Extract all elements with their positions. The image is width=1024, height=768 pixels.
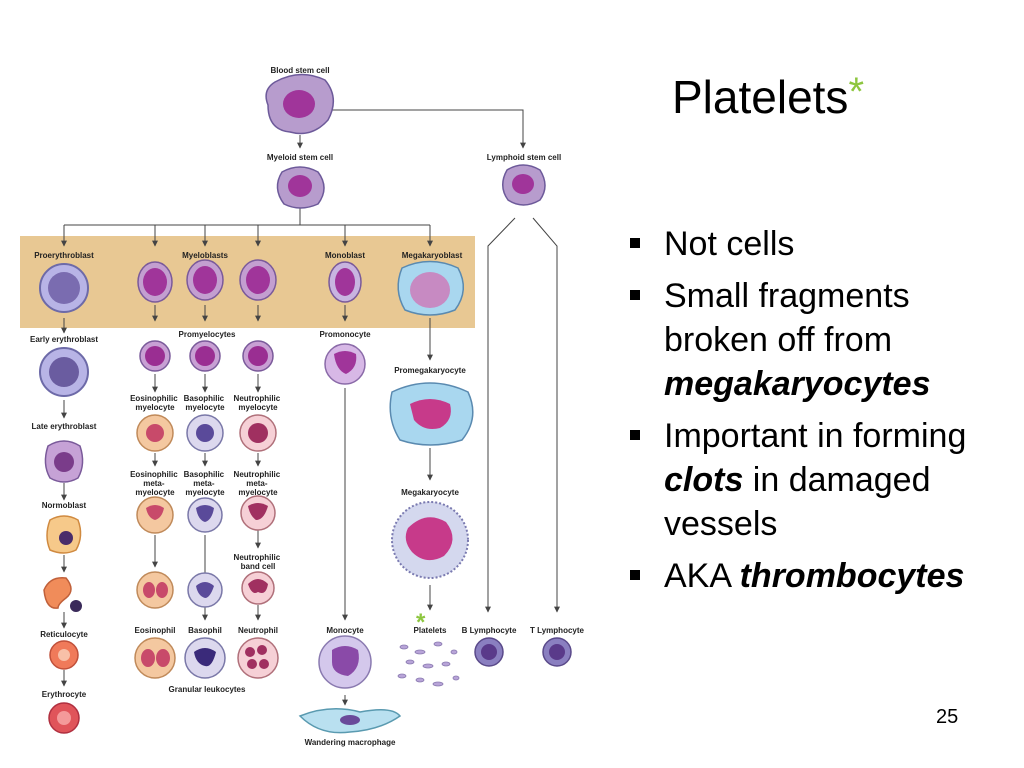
blood-stem-cell-shape [265, 73, 334, 135]
square-bullet-icon [630, 430, 640, 440]
wandering-macrophage-shape [298, 708, 402, 734]
normoblast-shape [46, 515, 82, 554]
myeloid-stem-cell-shape [276, 166, 325, 209]
lymphoid-stem-cell-shape [502, 164, 546, 206]
label-b-lymphocyte: B Lymphocyte [462, 626, 517, 635]
page-number: 25 [936, 706, 959, 728]
label-promyelocytes: Promyelocytes [179, 330, 236, 339]
promyelocyte-shape-3 [242, 340, 274, 372]
basophil-mature-shape [187, 572, 223, 608]
label-myeloid-stem-cell: Myeloid stem cell [267, 153, 333, 162]
label-eosinophil: Eosinophil [135, 626, 176, 635]
b-lymphocyte-shape [474, 637, 504, 667]
erythrocyte-shape [48, 702, 80, 734]
label-neutrophilic-myelocyte: Neutrophilic myelocyte [234, 394, 283, 412]
promyelocyte-shape-1 [139, 340, 171, 372]
label-neutrophil: Neutrophil [238, 626, 278, 635]
neutrophilic-myelocyte-shape [239, 414, 277, 452]
bullet-item: Not cells [626, 222, 1016, 266]
megakaryoblast-shape [397, 260, 464, 316]
bullet-emphasis: megakaryocytes [664, 365, 931, 403]
label-eosinophilic-myelocyte: Eosinophilic myelocyte [130, 394, 180, 412]
bullet-text: Important in forming [664, 417, 967, 455]
myeloblast-shape-1 [137, 261, 173, 303]
label-megakaryoblast: Megakaryoblast [402, 251, 463, 260]
square-bullet-icon [630, 238, 640, 248]
label-platelets: Platelets [414, 626, 447, 635]
bullet-item: Important in forming clots in damaged ve… [626, 414, 1016, 546]
bullet-text: Small fragments broken off from [664, 277, 910, 359]
label-neutrophilic-band-cell: Neutrophilic band cell [234, 553, 283, 571]
platelets-marker: * [416, 609, 426, 636]
neutrophilic-metamyelocyte-shape [240, 495, 276, 531]
diagram-labels: Blood stem cell Myeloid stem cell Lympho… [30, 66, 585, 747]
label-promegakaryocyte: Promegakaryocyte [394, 366, 466, 375]
proerythroblast-shape [39, 263, 89, 313]
label-monocyte: Monocyte [326, 626, 364, 635]
label-neutrophilic-metamyelocyte: Neutrophilic meta- myelocyte [234, 470, 283, 497]
label-eosinophilic-metamyelocyte: Eosinophilic meta- myelocyte [130, 470, 180, 497]
label-late-erythroblast: Late erythroblast [32, 422, 97, 431]
megakaryocyte-shape [391, 501, 469, 579]
promonocyte-shape [324, 343, 366, 385]
square-bullet-icon [630, 570, 640, 580]
label-erythrocyte: Erythrocyte [42, 690, 87, 699]
title-asterisk-marker: * [848, 70, 865, 114]
slide-title: Platelets* [672, 70, 864, 124]
reticulocyte-shape [49, 640, 79, 670]
label-blood-stem-cell: Blood stem cell [270, 66, 329, 75]
bullet-list: Not cells Small fragments broken off fro… [626, 222, 1016, 606]
myeloblast-shape-3 [239, 259, 277, 301]
eosinophil-shape [134, 637, 176, 679]
label-early-erythroblast: Early erythroblast [30, 335, 98, 344]
hematopoiesis-diagram: * Blood stem cell Myeloid stem cell Lymp… [20, 66, 585, 747]
eosinophilic-myelocyte-shape [136, 414, 174, 452]
label-lymphoid-stem-cell: Lymphoid stem cell [487, 153, 561, 162]
basophil-shape [184, 637, 226, 679]
bullet-text: AKA [664, 557, 740, 595]
label-megakaryocyte: Megakaryocyte [401, 488, 459, 497]
early-erythroblast-shape [39, 347, 89, 397]
neutrophilic-band-cell-shape [241, 571, 275, 605]
label-proerythroblast: Proerythroblast [34, 251, 94, 260]
square-bullet-icon [630, 290, 640, 300]
label-basophilic-metamyelocyte: Basophilic meta- myelocyte [184, 470, 227, 497]
label-t-lymphocyte: T Lymphocyte [530, 626, 584, 635]
lineage-connectors [61, 109, 560, 706]
label-wandering-macrophage: Wandering macrophage [305, 738, 396, 747]
label-basophilic-myelocyte: Basophilic myelocyte [184, 394, 227, 412]
eosinophil-mature-shape [136, 571, 174, 609]
basophilic-myelocyte-shape [186, 414, 224, 452]
promyelocyte-shape-2 [189, 340, 221, 372]
platelets-shape [397, 641, 460, 687]
basophilic-metamyelocyte-shape [187, 497, 223, 533]
bullet-text: in damaged vessels [664, 461, 931, 543]
slide-title-text: Platelets [672, 71, 849, 123]
monoblast-shape [328, 261, 362, 303]
label-reticulocyte: Reticulocyte [40, 630, 88, 639]
label-basophil: Basophil [188, 626, 222, 635]
reticulocyte-extrusion-shape [43, 577, 82, 612]
promegakaryocyte-shape [389, 382, 474, 446]
label-normoblast: Normoblast [42, 501, 87, 510]
t-lymphocyte-shape [542, 637, 572, 667]
late-erythroblast-shape [44, 440, 84, 483]
label-promonocyte: Promonocyte [319, 330, 371, 339]
bullet-emphasis: thrombocytes [739, 557, 965, 595]
bullet-item: Small fragments broken off from megakary… [626, 274, 1016, 406]
label-granular-leukocytes: Granular leukocytes [169, 685, 246, 694]
eosinophilic-metamyelocyte-shape [136, 496, 174, 534]
bullet-emphasis: clots [664, 461, 744, 499]
myeloblast-shape-2 [186, 259, 224, 301]
monocyte-shape [318, 635, 372, 689]
label-myeloblasts: Myeloblasts [182, 251, 228, 260]
neutrophil-shape [237, 637, 279, 679]
label-monoblast: Monoblast [325, 251, 365, 260]
bullet-text: Not cells [664, 225, 795, 263]
bullet-item: AKA thrombocytes [626, 554, 1016, 598]
